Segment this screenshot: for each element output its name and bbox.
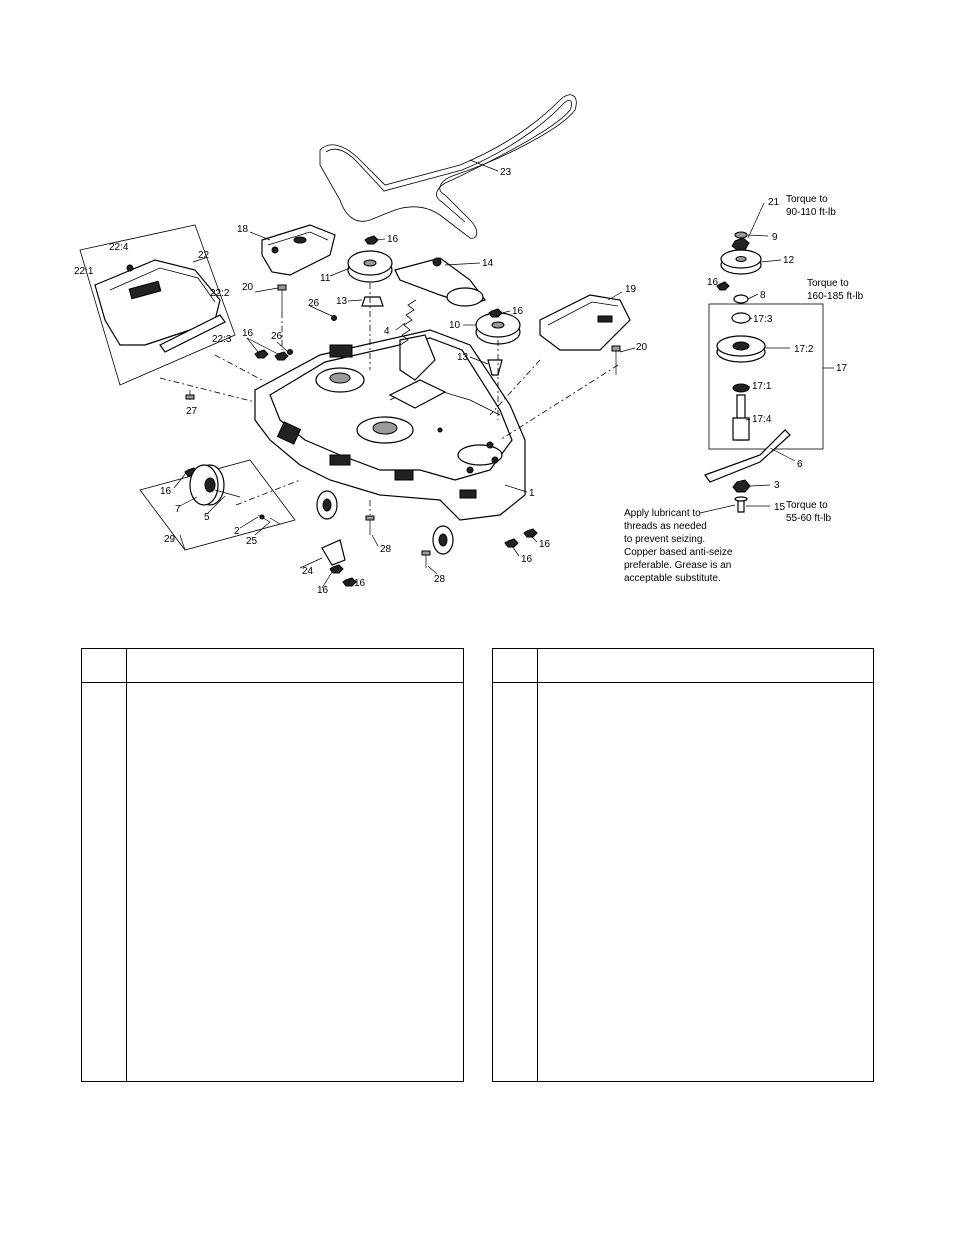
label-17-3: 17:3	[753, 314, 773, 325]
label-8: 8	[760, 290, 766, 301]
label-20: 20	[242, 282, 254, 293]
parts-table-right	[492, 648, 874, 1082]
label-6: 6	[797, 459, 803, 470]
spring-4	[399, 299, 417, 346]
torque-note-8: Torque to 160-185 ft-lb	[807, 278, 864, 302]
lubricant-note-line: preferable. Grease is an	[624, 560, 731, 571]
parts-table-left	[81, 648, 464, 1082]
belt-23	[319, 94, 577, 239]
label-29: 29	[164, 534, 176, 545]
torque-note-line: 90-110 ft-lb	[786, 207, 836, 218]
pulley-10	[475, 312, 521, 345]
label-22: 22	[198, 250, 210, 261]
parts-table-header	[493, 649, 873, 683]
label-26: 26	[308, 298, 320, 309]
label-16: 16	[317, 585, 329, 596]
pulley-11	[347, 250, 393, 283]
label-23: 23	[500, 167, 512, 178]
torque-note-21: Torque to 90-110 ft-lb	[786, 194, 836, 218]
label-17: 17	[836, 363, 848, 374]
lubricant-note-line: acceptable substitute.	[624, 573, 721, 584]
label-16: 16	[387, 234, 399, 245]
label-16: 16	[521, 554, 533, 565]
label-24: 24	[302, 566, 314, 577]
assembly-lines	[159, 283, 619, 515]
label-5: 5	[204, 512, 210, 523]
torque-note-line: Torque to	[786, 194, 828, 205]
torque-note-line: 55-60 ft-lb	[786, 513, 831, 524]
label-17-4: 17:4	[752, 414, 772, 425]
label-10: 10	[449, 320, 461, 331]
discharge-chute-22	[79, 224, 236, 400]
label-19: 19	[625, 284, 637, 295]
label-16: 16	[354, 578, 366, 589]
caster-wheel-29	[139, 459, 296, 551]
parts-table-column-divider	[537, 649, 538, 1081]
label-16: 16	[160, 486, 172, 497]
label-22-3: 22:3	[212, 334, 232, 345]
label-4: 4	[384, 326, 390, 337]
label-9: 9	[772, 232, 778, 243]
label-28: 28	[434, 574, 446, 585]
label-21: 21	[768, 197, 780, 208]
belt-cover-19	[539, 294, 631, 351]
lubricant-note: Apply lubricant to threads as needed to …	[624, 508, 733, 584]
label-13: 13	[457, 352, 469, 363]
torque-note-line: Torque to	[786, 500, 828, 511]
spindle-assembly	[704, 231, 824, 513]
label-26: 26	[271, 331, 283, 342]
label-17-1: 17:1	[752, 381, 772, 392]
label-12: 12	[783, 255, 795, 266]
lubricant-note-line: Copper based anti-seize	[624, 547, 733, 558]
label-3: 3	[774, 480, 780, 491]
mower-deck-1	[254, 329, 526, 521]
parts-exploded-diagram: 23 18 16 22:4 22 14 22:1 11 20 22:2 19 1…	[74, 94, 864, 596]
label-2: 2	[234, 526, 240, 537]
label-22-4: 22:4	[109, 242, 129, 253]
bolts	[277, 284, 621, 568]
label-14: 14	[482, 258, 494, 269]
caster-fork-24	[321, 539, 346, 566]
part-labels: 23 18 16 22:4 22 14 22:1 11 20 22:2 19 1…	[74, 167, 848, 596]
label-15: 15	[774, 502, 786, 513]
label-18: 18	[237, 224, 249, 235]
label-16: 16	[242, 328, 254, 339]
leader-lines	[173, 159, 834, 589]
label-27: 27	[186, 406, 198, 417]
label-13: 13	[336, 296, 348, 307]
label-1: 1	[529, 488, 535, 499]
torque-note-15: Torque to 55-60 ft-lb	[786, 500, 831, 524]
torque-note-line: Torque to	[807, 278, 849, 289]
deck-wheels	[316, 490, 454, 555]
label-16: 16	[539, 539, 551, 550]
belt-cover-18	[261, 224, 336, 276]
label-22-1: 22:1	[74, 266, 94, 277]
lubricant-note-line: threads as needed	[624, 521, 707, 532]
label-28: 28	[380, 544, 392, 555]
nut-markers	[184, 235, 538, 587]
label-16: 16	[512, 306, 524, 317]
label-11: 11	[320, 273, 331, 284]
lubricant-note-line: to prevent seizing.	[624, 534, 705, 545]
label-25: 25	[246, 536, 258, 547]
label-20: 20	[636, 342, 648, 353]
label-17-2: 17:2	[794, 344, 814, 355]
idler-arm-14	[394, 257, 486, 307]
parts-table-column-divider	[126, 649, 127, 1081]
idler-13	[361, 296, 503, 376]
label-16: 16	[707, 277, 719, 288]
label-7: 7	[175, 504, 181, 515]
lubricant-note-line: Apply lubricant to	[624, 508, 701, 519]
torque-note-line: 160-185 ft-lb	[807, 291, 864, 302]
label-22-2: 22:2	[210, 288, 230, 299]
parts-table-header	[82, 649, 463, 683]
